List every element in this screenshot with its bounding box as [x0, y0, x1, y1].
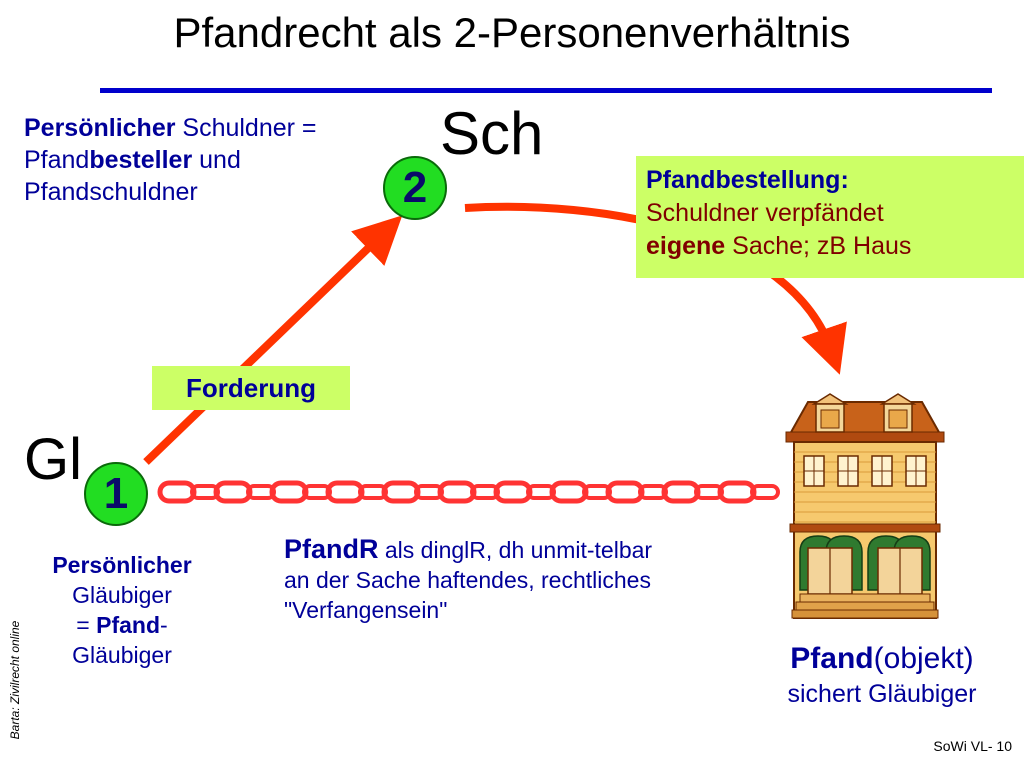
- pledge-object-caption: Pfand(objekt) sichert Gläubiger: [742, 640, 1022, 710]
- title-underline: [100, 88, 992, 93]
- debtor-desc-text-3: Pfandschuldner: [24, 178, 198, 206]
- debtor-desc-bold-1: Persönlicher: [24, 114, 176, 142]
- chain-link: [381, 480, 421, 504]
- chain-link: [605, 480, 645, 504]
- debtor-desc-text-2a: Pfand: [24, 146, 90, 174]
- pledge-creation-box: Pfandbestellung: Schuldner verpfändet ei…: [636, 156, 1024, 278]
- pledge-creation-bold: eigene: [646, 232, 726, 260]
- chain-link: [437, 480, 477, 504]
- creditor-abbrev: Gl: [24, 427, 82, 492]
- slide-title: Pfandrecht als 2-Personenverhältnis: [173, 9, 851, 56]
- creditor-desc-bold-1: Persönlicher: [52, 552, 192, 578]
- chain-icon: [157, 480, 780, 504]
- pledge-right-text-1: als dinglR, dh unmit-telbar: [378, 537, 653, 563]
- slide-footer: SoWi VL- 10: [933, 738, 1012, 754]
- pledge-creation-line2: Schuldner verpfändet: [646, 199, 884, 227]
- pledge-right-description: PfandR als dinglR, dh unmit-telbar an de…: [284, 534, 764, 625]
- creditor-desc-text-2: Gläubiger: [72, 582, 172, 608]
- debtor-abbrev: Sch: [440, 100, 544, 167]
- pledge-object-rest: (objekt): [873, 642, 974, 675]
- creditor-number-badge: 1: [84, 462, 148, 526]
- debtor-number-badge: 2: [383, 156, 447, 220]
- creditor-description: Persönlicher Gläubiger = Pfand- Gläubige…: [30, 550, 214, 670]
- creditor-desc-text-3b: -: [160, 612, 168, 638]
- chain-link: [213, 480, 253, 504]
- debtor-description: Persönlicher Schuldner = Pfandbesteller …: [24, 112, 317, 208]
- pledge-creation-line3: Sache; zB Haus: [725, 232, 912, 260]
- pledge-right-term: PfandR: [284, 534, 379, 564]
- chain-link: [493, 480, 533, 504]
- pledge-right-text-3: "Verfangensein": [284, 597, 448, 623]
- chain-link: [661, 480, 701, 504]
- debtor-desc-bold-2: besteller: [89, 146, 193, 174]
- chain-link: [325, 480, 365, 504]
- pledge-right-text-2: an der Sache haftendes, rechtliches: [284, 567, 651, 593]
- chain-link: [750, 484, 780, 500]
- chain-link: [269, 480, 309, 504]
- creditor-desc-text-3a: =: [76, 612, 97, 638]
- house-dormer: [879, 393, 917, 433]
- claim-arrow: [143, 215, 403, 465]
- chain-link: [549, 480, 589, 504]
- house-icon: [785, 393, 945, 619]
- pledge-object-bold: Pfand: [790, 642, 874, 675]
- debtor-desc-text-1: Schuldner =: [175, 114, 317, 142]
- house-dormer: [811, 393, 849, 433]
- pledge-object-line2: sichert Gläubiger: [787, 680, 977, 708]
- chain-link: [717, 480, 757, 504]
- chain-link: [157, 480, 197, 504]
- claim-label: Forderung: [152, 366, 350, 410]
- pledge-creation-heading: Pfandbestellung:: [646, 166, 849, 194]
- creditor-desc-text-4: Gläubiger: [72, 642, 172, 668]
- source-credit: Barta: Zivilrecht online: [8, 620, 22, 740]
- debtor-desc-text-2b: und: [192, 146, 241, 174]
- creditor-desc-bold-3: Pfand: [96, 612, 161, 638]
